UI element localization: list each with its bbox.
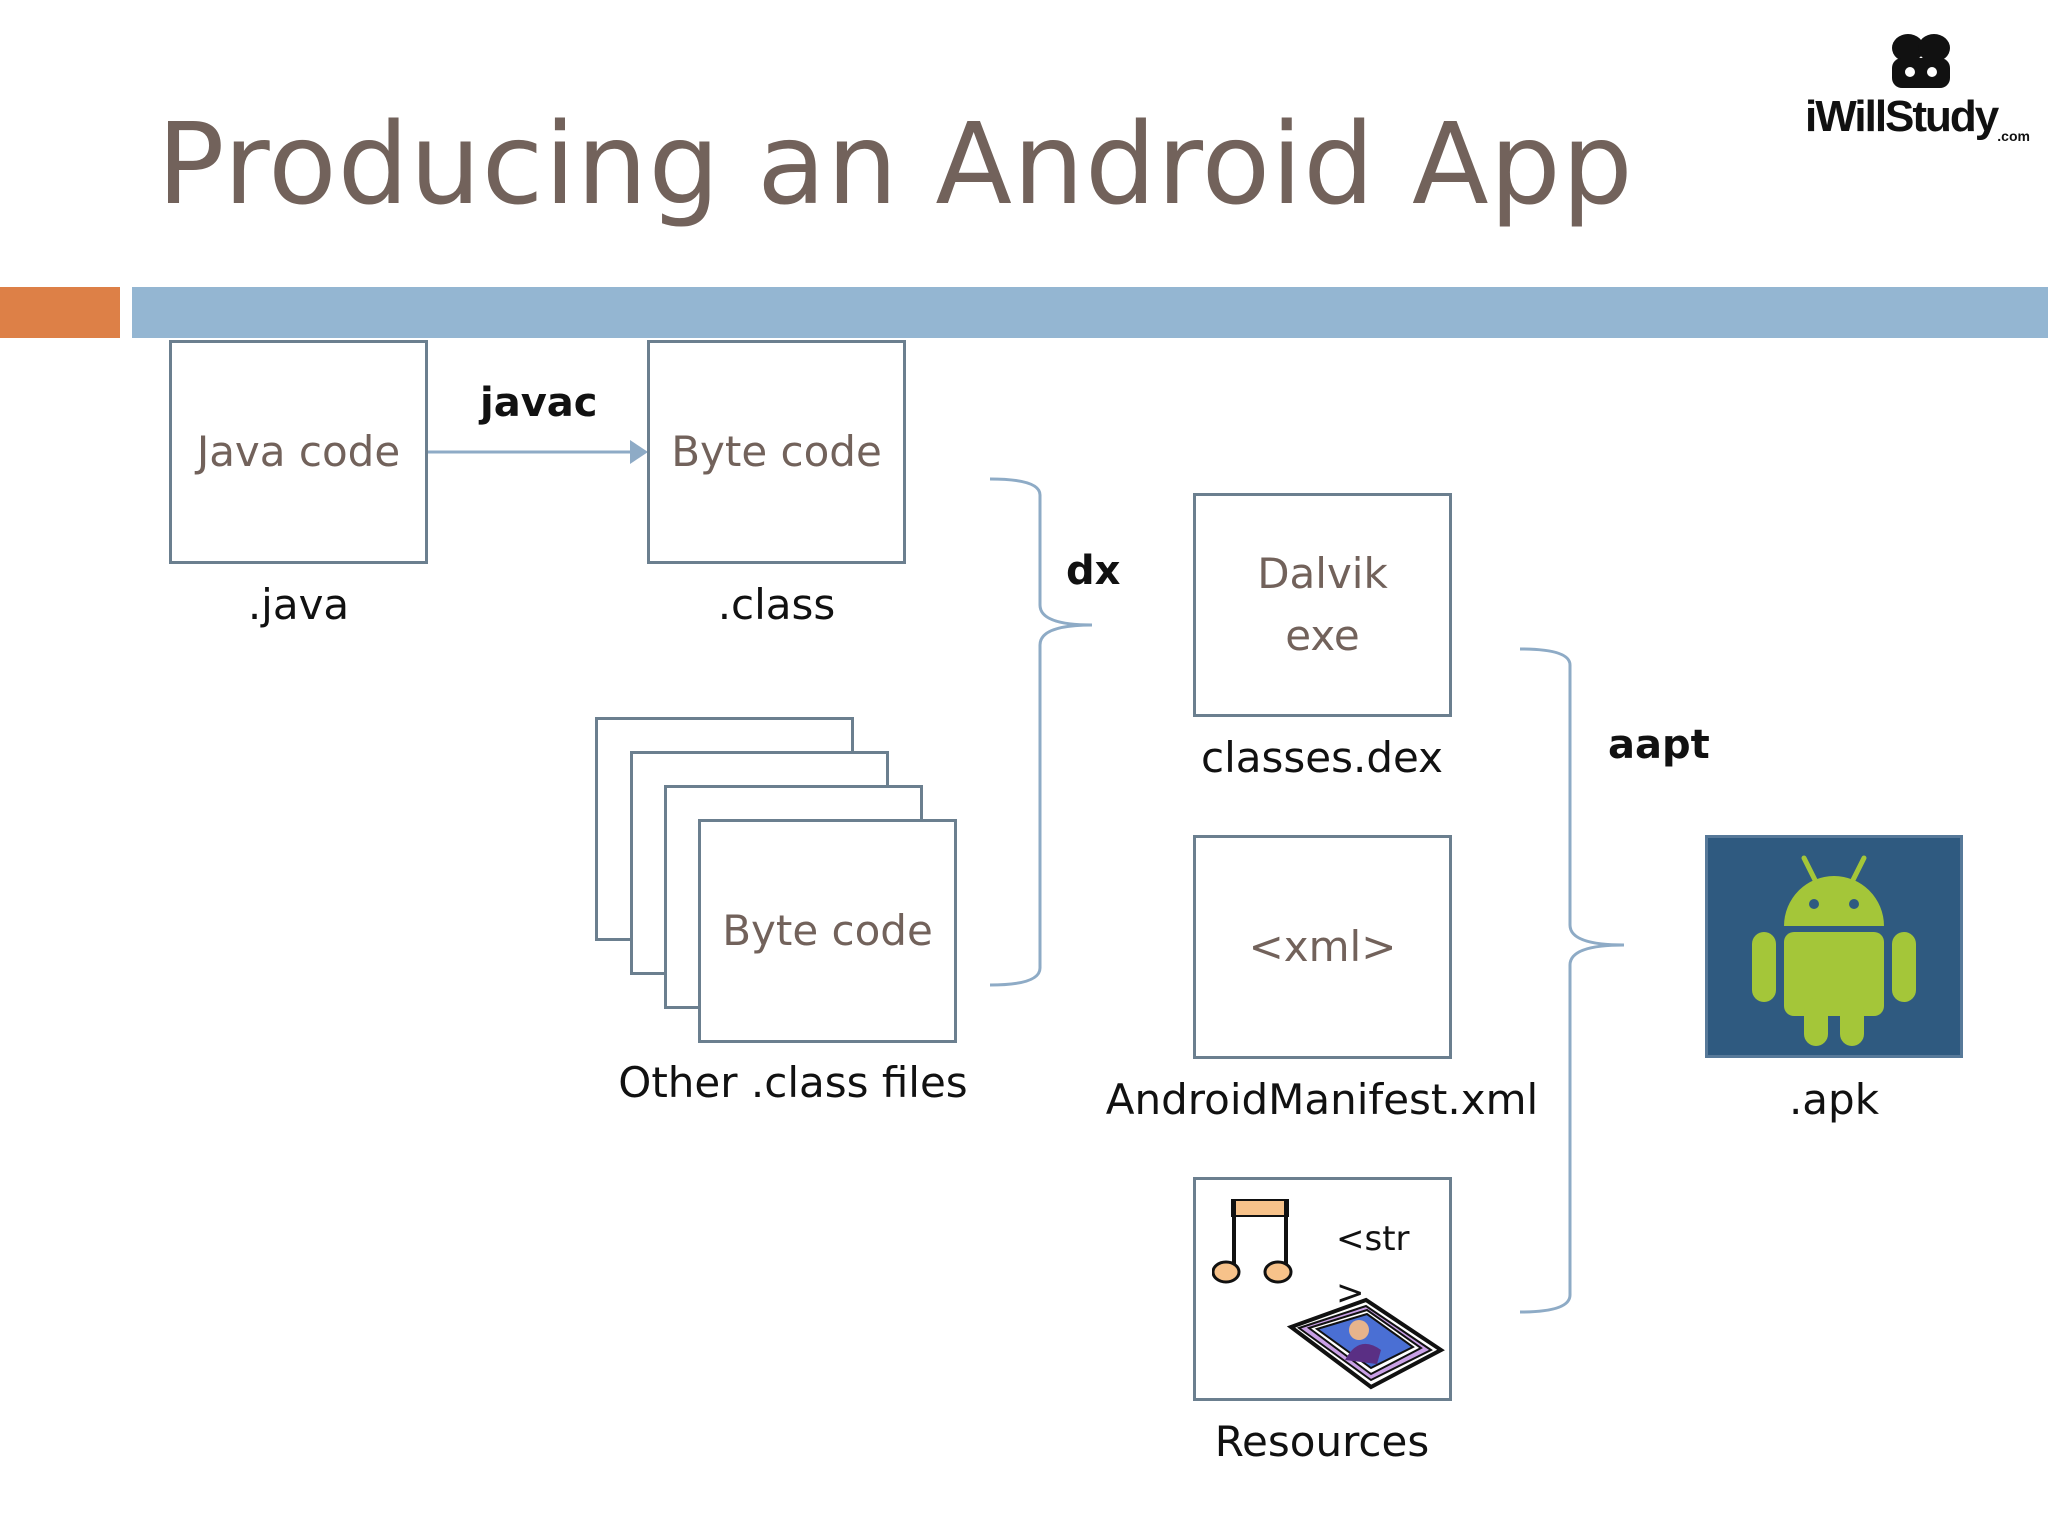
android-manifest-label: AndroidManifest.xml (1105, 1075, 1539, 1124)
owl-mascot-icon (1892, 34, 1950, 88)
aapt-bracket (1519, 647, 1625, 1314)
java-code-box: Java code (169, 340, 428, 564)
logo-name: iWillStudy (1805, 92, 1999, 141)
other-byte-code-box: Byte code (698, 819, 957, 1043)
byte-code-box: Byte code (647, 340, 906, 564)
class-file-label: .class (717, 580, 836, 629)
xml-text: <xml> (1248, 922, 1397, 971)
dalvik-line1: Dalvik (1257, 549, 1388, 598)
logo-suffix: .com (1997, 127, 2030, 144)
classes-dex-label: classes.dex (1201, 733, 1443, 782)
resources-box: <str > (1193, 1177, 1452, 1401)
music-note-icon (1212, 1199, 1293, 1284)
resources-label: Resources (1214, 1417, 1430, 1466)
apk-box (1705, 835, 1963, 1058)
xml-box: <xml> (1193, 835, 1452, 1059)
java-file-label: .java (247, 580, 350, 629)
accent-bar-blue (132, 287, 2048, 338)
java-code-text: Java code (196, 427, 401, 476)
javac-arrowhead (630, 440, 648, 464)
dalvik-exe-box: Dalvik exe (1193, 493, 1452, 717)
apk-label: .apk (1788, 1075, 1880, 1124)
dalvik-line2: exe (1285, 611, 1360, 660)
logo-wordmark: iWillStudy.com (1805, 92, 2030, 144)
aapt-tool-label: aapt (1608, 722, 1710, 768)
javac-tool-label: javac (480, 380, 598, 426)
accent-bar-orange (0, 287, 120, 338)
slide-title: Producing an Android App (157, 100, 1634, 230)
android-robot-icon (1752, 855, 1916, 1046)
other-class-files-label: Other .class files (618, 1058, 968, 1107)
iwillstudy-logo (1800, 28, 2030, 148)
photo-stack-icon (1286, 1297, 1445, 1390)
other-byte-code-text: Byte code (722, 906, 933, 955)
dx-tool-label: dx (1066, 548, 1121, 594)
byte-code-text: Byte code (671, 427, 882, 476)
dx-bracket (989, 477, 1093, 987)
str-line1: <str (1336, 1219, 1410, 1259)
